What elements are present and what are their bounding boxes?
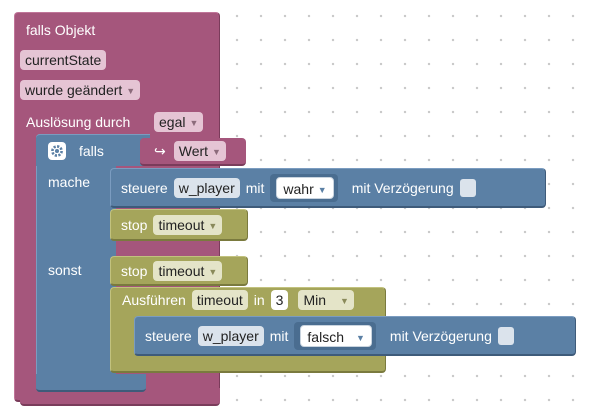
- control-label: steuere: [145, 327, 192, 344]
- control-block-then[interactable]: steuere w_player mit wahr▼ mit Verzögeru…: [110, 168, 546, 208]
- delay-label: mit Verzögerung: [389, 327, 492, 344]
- stop-timeout-block-else[interactable]: stop timeout▼: [110, 256, 248, 286]
- control-target-field[interactable]: w_player: [173, 177, 240, 198]
- control-label: steuere: [121, 179, 168, 196]
- chevron-down-icon: ▼: [208, 220, 218, 231]
- trigger-source-dropdown-label: egal: [159, 114, 186, 130]
- then-label: mache: [48, 174, 91, 190]
- stop-label: stop: [121, 216, 148, 233]
- boolean-dropdown-label: wahr: [283, 180, 314, 197]
- gear-icon[interactable]: [48, 142, 66, 160]
- timer-dropdown[interactable]: timeout▼: [153, 260, 223, 281]
- if-else-block[interactable]: [36, 134, 116, 392]
- if-label: falls: [79, 143, 104, 159]
- if-else-footer: [36, 374, 146, 392]
- boolean-dropdown[interactable]: wahr▼: [276, 176, 334, 199]
- boolean-dropdown-label: falsch: [307, 328, 344, 345]
- delay-checkbox[interactable]: [497, 326, 514, 345]
- unit-dropdown[interactable]: Min ▼: [298, 290, 354, 310]
- run-timeout-header: Ausführen timeout in 3 Min ▼: [110, 288, 354, 312]
- chevron-down-icon: ▼: [208, 266, 218, 277]
- timer-dropdown-label: timeout: [158, 216, 205, 233]
- chevron-down-icon: ▼: [340, 296, 349, 306]
- delay-checkbox[interactable]: [459, 178, 476, 197]
- value-socket: wahr▼: [270, 173, 338, 202]
- delay-label: mit Verzögerung: [351, 179, 454, 196]
- else-label: sonst: [48, 262, 82, 278]
- stop-label: stop: [121, 262, 148, 279]
- timeout-name-field[interactable]: timeout: [191, 290, 248, 310]
- control-block-else[interactable]: steuere w_player mit falsch ▼ mit Verzöge…: [134, 316, 576, 356]
- chevron-down-icon: ▼: [189, 118, 199, 128]
- boolean-dropdown[interactable]: falsch ▼: [300, 324, 372, 347]
- trigger-block-footer: [20, 388, 220, 406]
- object-id-field[interactable]: currentState: [20, 50, 107, 70]
- value-socket: falsch ▼: [294, 321, 376, 350]
- value-dropdown-label: Wert: [178, 143, 209, 159]
- chevron-down-icon: ▼: [126, 86, 136, 96]
- unit-dropdown-label: Min: [303, 292, 327, 308]
- trigger-title: falls Objekt: [26, 22, 96, 38]
- chevron-down-icon: ▼: [317, 184, 327, 195]
- value-getter-block[interactable]: ↪ Wert▼: [140, 138, 246, 166]
- chevron-down-icon: ▼: [212, 147, 221, 157]
- control-with-label: mit: [245, 179, 265, 196]
- return-arrow-icon: ↪: [154, 143, 166, 159]
- timeout-amount-field[interactable]: 3: [270, 290, 289, 310]
- run-label: Ausführen: [122, 292, 186, 308]
- condition-dropdown-label: wurde geändert: [25, 82, 123, 98]
- trigger-source-dropdown[interactable]: egal▼: [154, 112, 204, 132]
- in-label: in: [253, 292, 265, 308]
- value-dropdown[interactable]: Wert▼: [173, 141, 226, 161]
- timer-dropdown[interactable]: timeout▼: [153, 214, 223, 235]
- chevron-down-icon: ▼: [355, 332, 365, 343]
- timer-dropdown-label: timeout: [158, 262, 205, 279]
- condition-dropdown[interactable]: wurde geändert▼: [20, 80, 141, 100]
- control-with-label: mit: [269, 327, 289, 344]
- control-target-field[interactable]: w_player: [197, 325, 264, 346]
- stop-timeout-block-then[interactable]: stop timeout▼: [110, 209, 248, 241]
- trigger-source-label: Auslösung durch: [26, 114, 131, 130]
